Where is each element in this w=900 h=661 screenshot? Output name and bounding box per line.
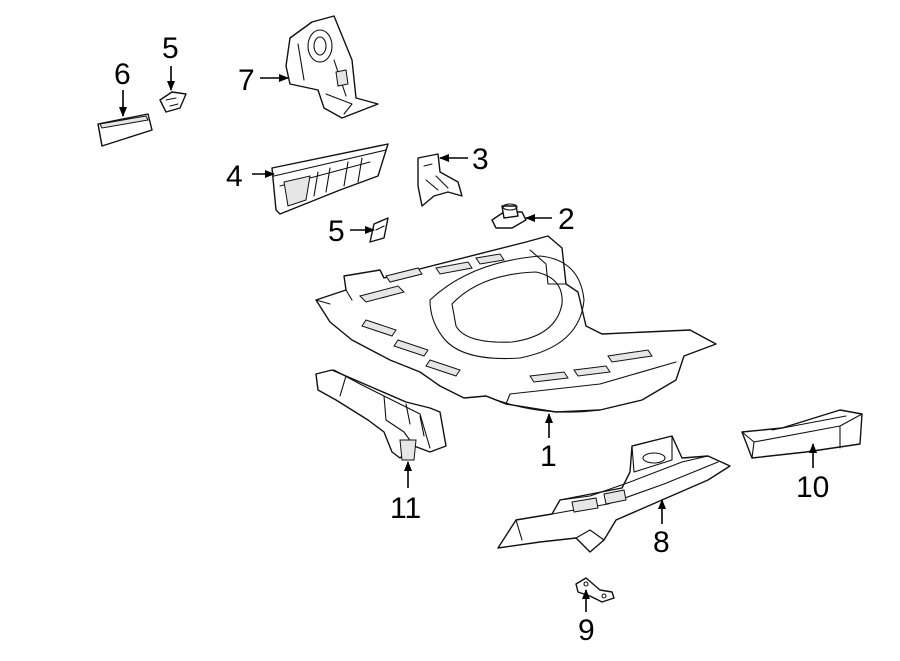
callout-7: 7 xyxy=(238,64,255,97)
part-1-floor-pan xyxy=(315,235,717,413)
part-8-side-member xyxy=(497,435,731,553)
callout-10: 10 xyxy=(796,471,829,504)
callout-2: 2 xyxy=(558,203,575,236)
callout-9: 9 xyxy=(578,614,595,647)
callout-1: 1 xyxy=(540,440,557,473)
part-7-bracket xyxy=(285,15,379,119)
part-5-clip-upper xyxy=(159,91,187,113)
callout-5-upper: 5 xyxy=(162,32,179,65)
callout-8: 8 xyxy=(653,526,670,559)
part-6-pad xyxy=(97,113,153,147)
part-4-panel xyxy=(271,143,389,215)
callout-3: 3 xyxy=(472,143,489,176)
callout-4: 4 xyxy=(226,160,243,193)
callout-6: 6 xyxy=(114,58,131,91)
callout-11: 11 xyxy=(390,492,421,525)
callout-5-lower: 5 xyxy=(328,215,345,248)
part-5-clip-lower xyxy=(369,217,389,243)
part-3-bracket xyxy=(417,153,463,207)
part-10-rail xyxy=(741,409,863,459)
part-2-nut xyxy=(491,203,527,229)
part-9-bracket xyxy=(575,577,615,603)
part-11-member xyxy=(315,369,447,461)
